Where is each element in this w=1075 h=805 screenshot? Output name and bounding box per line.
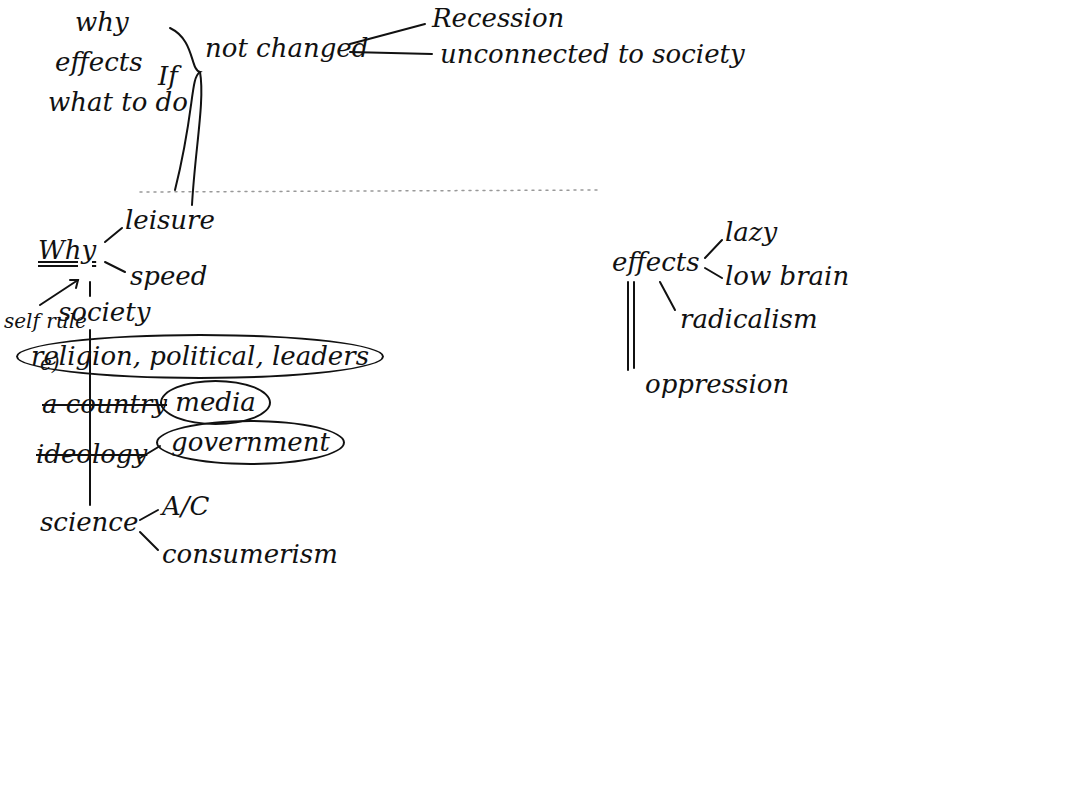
term-text: media xyxy=(175,388,256,417)
note-text: a country xyxy=(42,390,167,419)
note-text: effects xyxy=(612,248,700,277)
note-text: science xyxy=(40,508,138,537)
circled-term: religion, political, leaders xyxy=(16,334,384,379)
note-text: leisure xyxy=(125,206,215,235)
note-text: ideology xyxy=(36,440,147,469)
note-text: speed xyxy=(130,262,207,291)
note-text: unconnected to society xyxy=(440,40,745,69)
note-text: A/C xyxy=(162,492,209,521)
note-text: Recession xyxy=(432,4,564,33)
note-text: lazy xyxy=(725,218,777,247)
note-text: not changed xyxy=(205,34,368,63)
note-text: consumerism xyxy=(162,540,338,569)
note-text: oppression xyxy=(645,370,789,399)
circled-term: government xyxy=(156,420,345,465)
note-text: effects xyxy=(55,48,143,77)
note-text: self rule xyxy=(4,310,87,332)
note-text: low brain xyxy=(725,262,849,291)
circled-term: media xyxy=(160,380,271,425)
note-text: what to do xyxy=(48,88,188,117)
term-text: religion, political, leaders xyxy=(31,342,369,371)
note-text: radicalism xyxy=(680,305,818,334)
term-text: government xyxy=(171,428,330,457)
note-text: If xyxy=(158,62,178,91)
note-text: Why xyxy=(38,236,96,265)
note-text: why xyxy=(75,8,129,37)
